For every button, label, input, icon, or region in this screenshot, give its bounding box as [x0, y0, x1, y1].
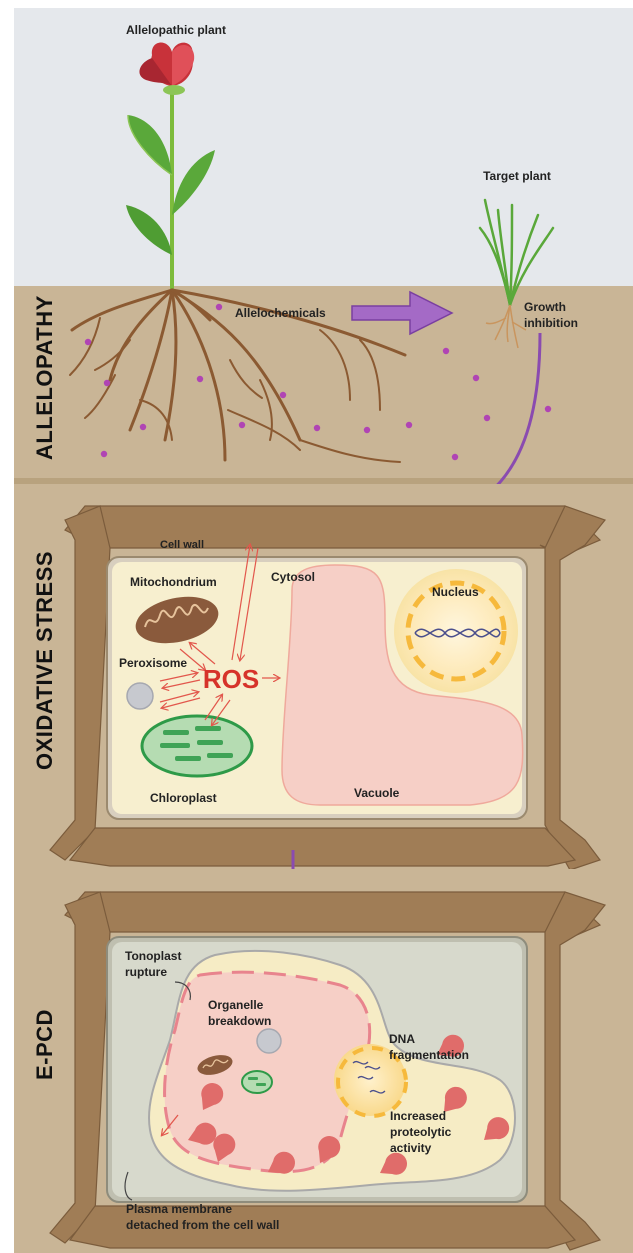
label-proteolytic-1: Increased [390, 1109, 446, 1123]
label-organelle-2: breakdown [208, 1014, 271, 1028]
label-dna-2: fragmentation [389, 1048, 469, 1062]
label-allelopathic-plant: Allelopathic plant [126, 23, 226, 37]
label-organelle-1: Organelle [208, 998, 264, 1012]
label-plasma-membrane-2: detached from the cell wall [126, 1218, 279, 1232]
sky [14, 8, 633, 286]
ros-label: ROS [203, 664, 259, 694]
label-tonoplast-2: rupture [125, 965, 167, 979]
label-proteolytic-2: proteolytic [390, 1125, 452, 1139]
label-plasma-membrane-1: Plasma membrane [126, 1202, 232, 1216]
label-chloroplast: Chloroplast [150, 791, 217, 805]
label-growth-inhibition-2: inhibition [524, 316, 578, 330]
section-label-epcd: E-PCD [32, 1009, 57, 1080]
label-vacuole: Vacuole [354, 786, 400, 800]
section-divider [14, 478, 633, 484]
chloroplast [142, 716, 252, 776]
label-growth-inhibition-1: Growth [524, 300, 566, 314]
label-allelochemicals: Allelochemicals [235, 306, 326, 320]
peroxisome [127, 683, 153, 709]
label-peroxisome: Peroxisome [119, 656, 187, 670]
label-mitochondrium: Mitochondrium [130, 575, 217, 589]
label-dna-1: DNA [389, 1032, 415, 1046]
label-tonoplast-1: Tonoplast [125, 949, 181, 963]
label-target-plant: Target plant [483, 169, 551, 183]
label-proteolytic-3: activity [390, 1141, 432, 1155]
label-nucleus: Nucleus [432, 585, 479, 599]
label-cell-wall: Cell wall [160, 539, 204, 551]
section-label-allelopathy: ALLELOPATHY [32, 295, 57, 460]
section-label-oxidative-stress: OXIDATIVE STRESS [32, 551, 57, 770]
label-cytosol: Cytosol [271, 570, 315, 584]
